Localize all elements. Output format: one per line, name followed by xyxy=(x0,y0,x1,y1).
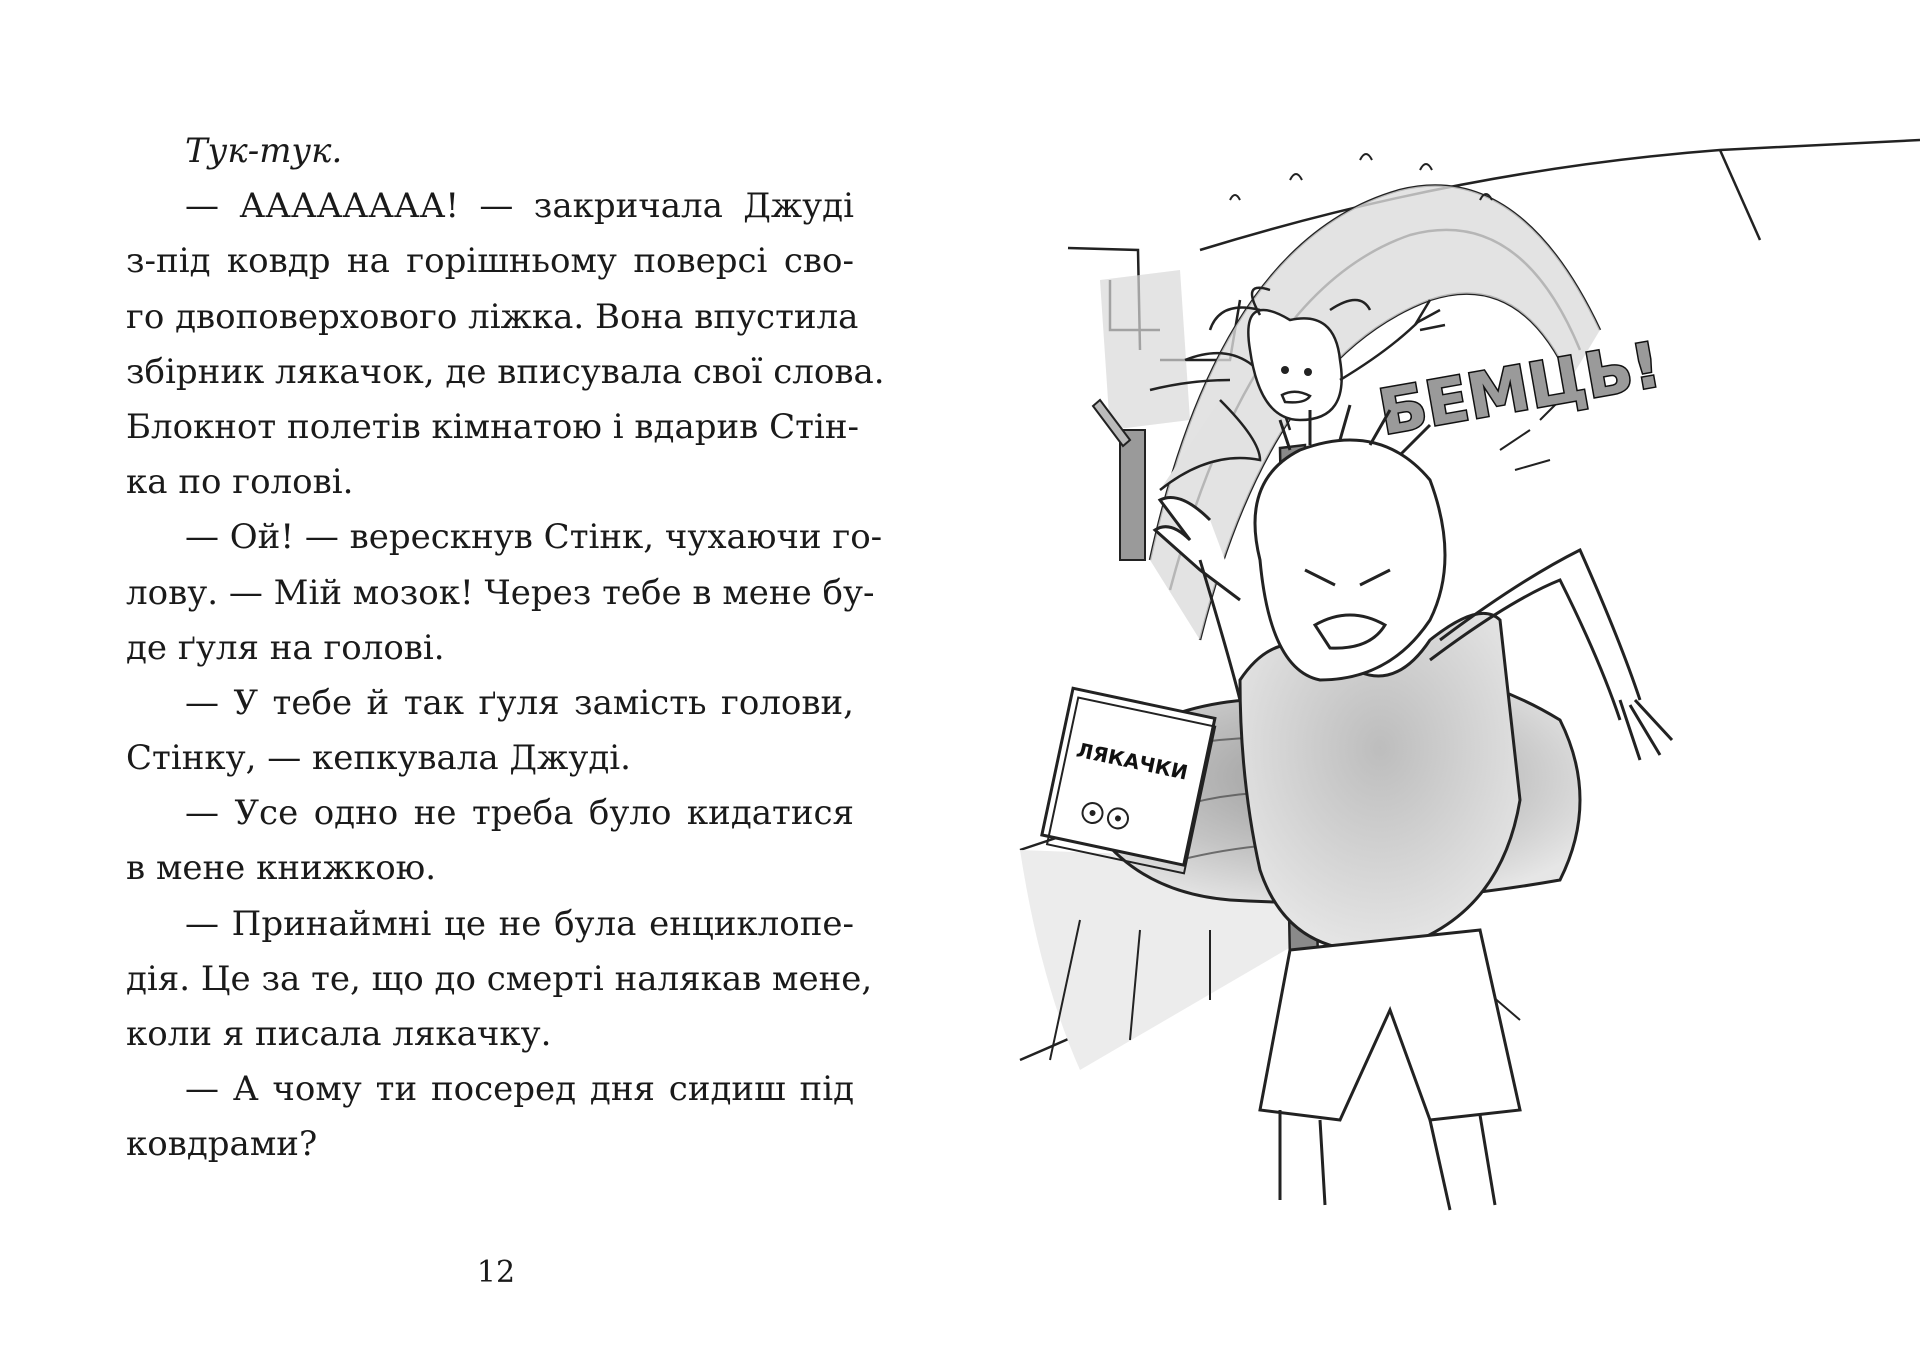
text-line: ка по голові. xyxy=(126,462,354,503)
text-line: — А чому ти посеред дня сидиш під xyxy=(185,1069,854,1110)
text-line: — Усе одно не треба було кидатися xyxy=(185,793,854,834)
text-line: коли я писала лякачку. xyxy=(126,1014,552,1054)
text-line: Стінку, — кепкувала Джуді. xyxy=(126,738,631,779)
bunk-bed-illustration: ЛЯКАЧКИ xyxy=(1019,138,1920,1211)
scary-book-drawing: ЛЯКАЧКИ xyxy=(1040,686,1217,875)
girl-figure xyxy=(1149,286,1446,491)
floor-shade xyxy=(1020,850,1320,1070)
text-line: лову. — Мій мозок! Через тебе в мене бу- xyxy=(126,572,875,613)
sound-effect-lettering: БЕМЦЬ! xyxy=(1373,328,1666,449)
text-line: — Ой! — верескнув Стінк, чухаючи го- xyxy=(185,517,883,558)
boy-figure xyxy=(1152,404,1674,1211)
text-line: збірник лякачок, де вписувала свої слова… xyxy=(126,351,885,392)
text-line: — У тебе й так ґуля замість голови, xyxy=(185,682,854,723)
page-number: 12 xyxy=(476,1255,516,1290)
text-line: Блокнот полетів кімнатою і вдарив Стін- xyxy=(126,406,859,447)
text-line: го двоповерхового ліжка. Вона впустила xyxy=(126,296,859,337)
text-line: з-під ковдр на горішньому поверсі сво- xyxy=(126,241,854,282)
wall-shadow xyxy=(1100,270,1190,430)
sound-effect: БЕМЦЬ! xyxy=(1372,326,1668,450)
text-line: — Принаймні це не була енциклопе- xyxy=(185,903,854,944)
text-line: — АААААААА! — закричала Джуді xyxy=(185,186,854,227)
body-text: Тук-тук. — АААААААА! — закричала Джуді з… xyxy=(126,124,885,1173)
bed-arc-fill xyxy=(1150,185,1600,640)
pencil-drawing xyxy=(1091,398,1132,448)
text-line: в мене книжкою. xyxy=(126,848,437,889)
text-line: ковдрами? xyxy=(126,1124,318,1165)
text-line: де ґуля на голові. xyxy=(126,627,445,668)
motion-lines xyxy=(1229,153,1561,471)
text-line: Тук-тук. xyxy=(185,131,343,171)
left-page: Тук-тук. — АААААААА! — закричала Джуді з… xyxy=(126,124,885,1290)
right-page: ЛЯКАЧКИ xyxy=(960,0,1920,1366)
text-line: дія. Це за те, що до смерті налякав мене… xyxy=(126,958,873,999)
